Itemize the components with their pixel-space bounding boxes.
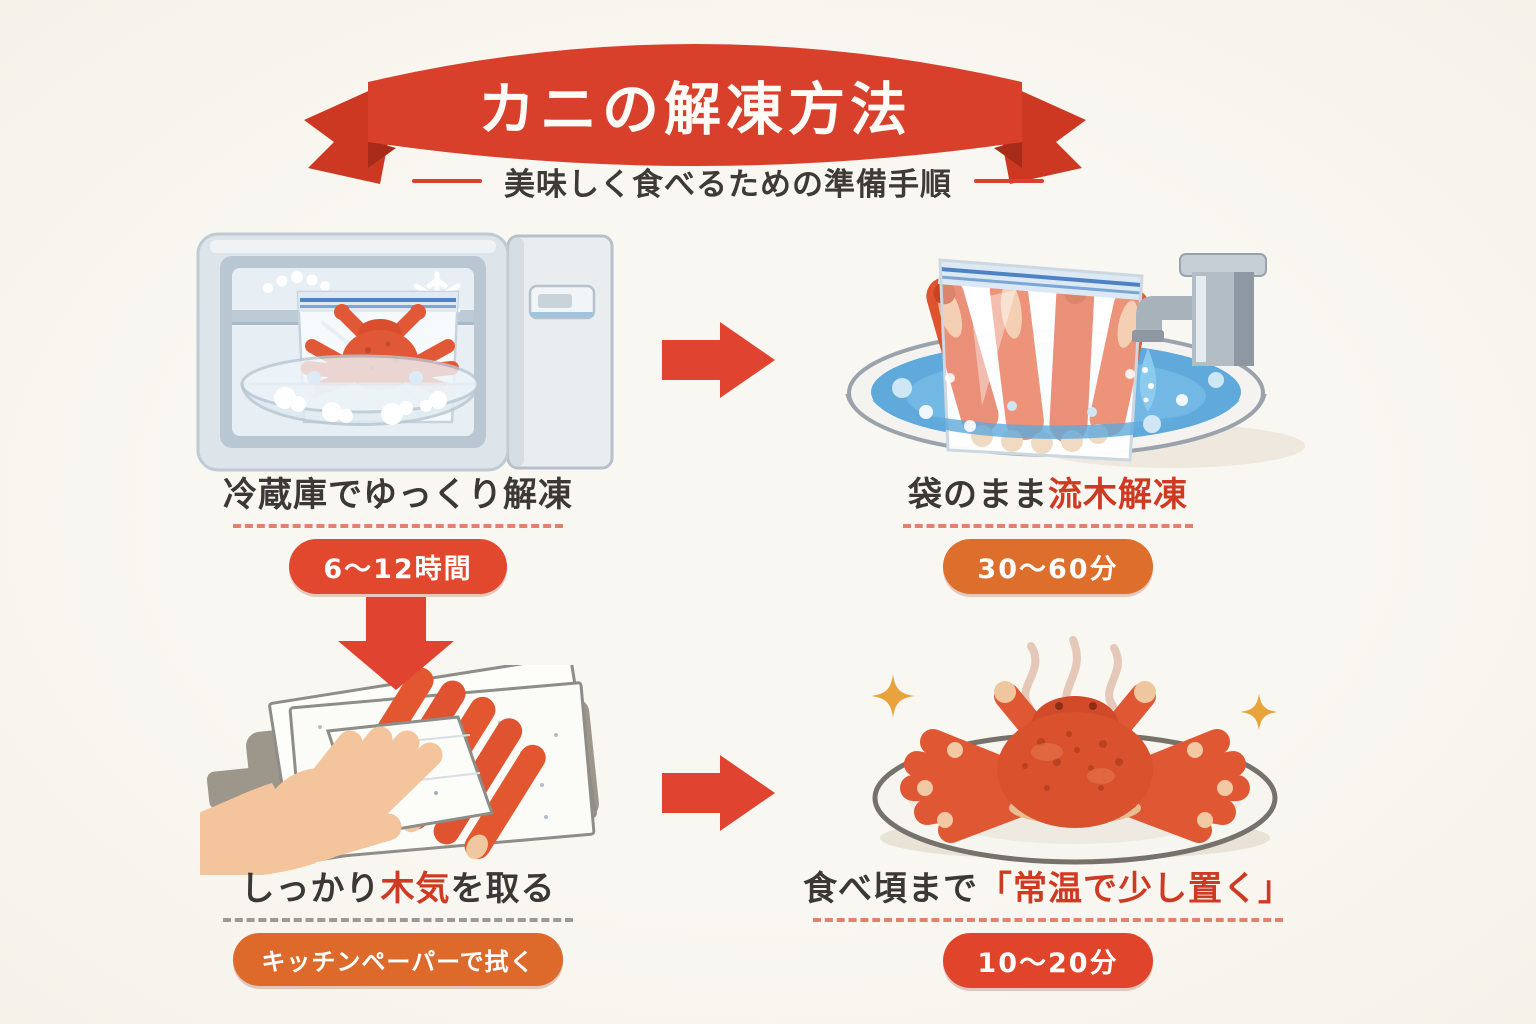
caption-text: を取る — [450, 869, 556, 909]
step-3-caption: しっかり木気を取る — [168, 869, 628, 909]
subtitle-dash-left — [412, 179, 482, 183]
step-4-caption: 食べ頃まで「常温で少し置く」 — [788, 869, 1308, 909]
dashed-divider — [223, 918, 573, 923]
caption-accent: 木気 — [380, 869, 451, 909]
caption-accent: 「常温で少し置く」 — [978, 869, 1293, 909]
running-water-bowl-illustration — [845, 253, 1305, 468]
page-title: カニの解凍方法 — [478, 77, 912, 143]
step-1-text-block: 冷蔵庫でゆっくり解凍 6〜12時間 — [168, 475, 628, 595]
step-2-time-badge: 30〜60分 — [943, 539, 1153, 595]
caption-text: 食べ頃まで — [803, 869, 978, 909]
crab-icon — [900, 681, 1250, 843]
ribbon-icon — [304, 44, 1086, 184]
wiping-crab-illustration — [200, 665, 599, 875]
caption-accent: 流木解凍 — [1048, 475, 1188, 515]
frost-icon — [263, 271, 330, 293]
faucet-icon — [1132, 253, 1267, 366]
caption-text: しっかり — [240, 869, 381, 909]
step-4-time-badge: 10〜20分 — [943, 933, 1153, 989]
subtitle: 美味しく食べるための準備手順 — [504, 166, 952, 203]
step-4-text-block: 食べ頃まで「常温で少し置く」 10〜20分 — [788, 869, 1308, 989]
step-1-caption: 冷蔵庫でゆっくり解凍 — [168, 475, 628, 515]
caption-text: 袋のまま — [908, 475, 1048, 515]
arrow-right-icon — [662, 322, 775, 398]
step-1-time-badge: 6〜12時間 — [289, 539, 507, 595]
step-2-text-block: 袋のまま流木解凍 30〜60分 — [818, 475, 1278, 595]
dashed-divider — [813, 918, 1283, 923]
subtitle-dash-right — [974, 179, 1044, 183]
arrow-right-icon — [662, 755, 775, 831]
step-2-caption: 袋のまま流木解凍 — [818, 475, 1278, 515]
dashed-divider — [903, 524, 1193, 529]
title-banner: カニの解凍方法 — [300, 36, 1090, 188]
ice-icon — [274, 371, 447, 425]
subtitle-row: 美味しく食べるための準備手順 — [300, 158, 1156, 204]
water-drop-icon — [1139, 348, 1157, 412]
hand-icon — [200, 726, 443, 875]
dashed-divider — [233, 524, 563, 529]
bubbles-icon — [892, 369, 1224, 433]
sparkle-icon — [871, 674, 1278, 731]
fridge-door-icon — [506, 234, 614, 470]
caption-text: 冷蔵庫でゆっくり解凍 — [223, 475, 573, 515]
step-3-method-badge: キッチンペーパーで拭く — [233, 933, 563, 987]
step-3-text-block: しっかり木気を取る キッチンペーパーで拭く — [168, 869, 628, 987]
arrow-down-icon — [338, 597, 454, 690]
refrigerator-illustration — [196, 232, 614, 472]
crab-on-plate-illustration — [871, 636, 1278, 865]
